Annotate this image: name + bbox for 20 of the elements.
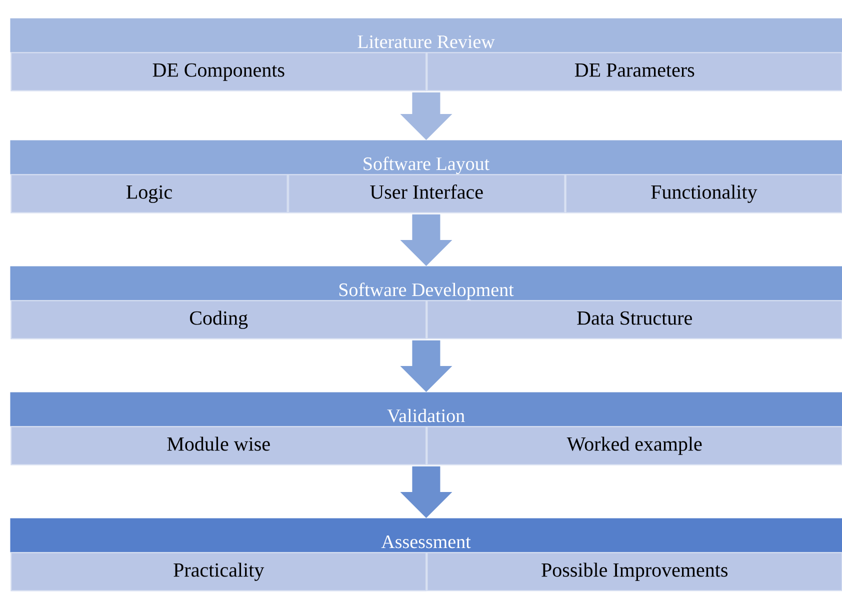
stage-band: Software Layout [10, 140, 842, 174]
sub-box: Data Structure [426, 300, 842, 340]
sub-box: User Interface [288, 174, 566, 214]
sub-box: Coding [10, 300, 427, 340]
block-arrow [400, 214, 452, 266]
block-arrow [400, 92, 452, 140]
stage-band: Software Development [10, 266, 842, 300]
stage-band: Assessment [10, 518, 842, 552]
sub-box: Practicality [10, 552, 427, 592]
sub-box: Worked example [426, 426, 842, 466]
sub-box: DE Components [10, 52, 427, 92]
sub-box: Module wise [10, 426, 427, 466]
stage-band: Literature Review [10, 18, 842, 52]
block-arrow [400, 466, 452, 518]
sub-box: Possible Improvements [426, 552, 842, 592]
block-arrow [400, 340, 452, 392]
sub-box: Functionality [565, 174, 842, 214]
sub-box: DE Parameters [426, 52, 842, 92]
stage-band: Validation [10, 392, 842, 426]
sub-box: Logic [10, 174, 288, 214]
